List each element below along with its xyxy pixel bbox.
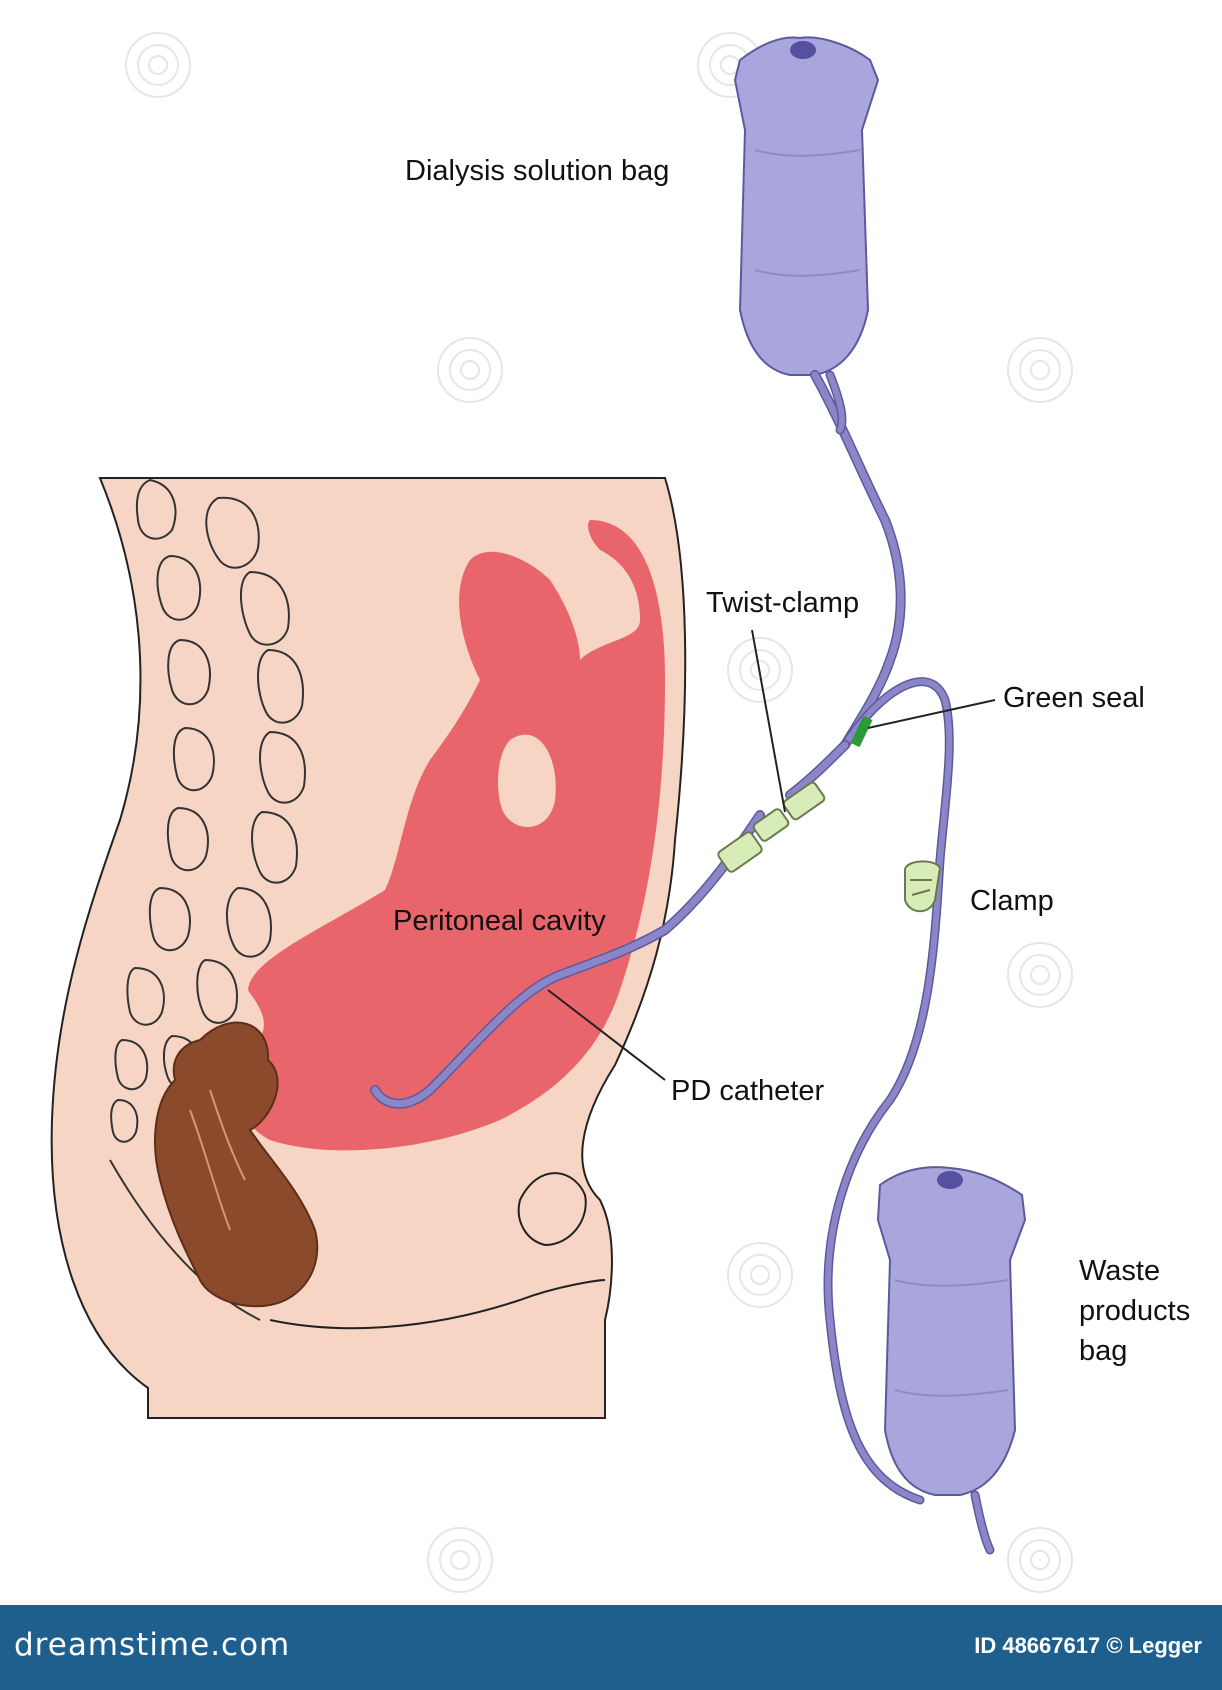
colon-rectum	[154, 1021, 319, 1308]
roller-clamp	[904, 860, 942, 913]
watermark-spiral-icon	[437, 337, 503, 403]
label-pd-catheter: PD catheter	[671, 1075, 824, 1107]
label-waste-line-1: Waste	[1079, 1255, 1160, 1287]
dialysis-solution-bag	[733, 36, 880, 376]
watermark-spiral-icon	[1007, 337, 1073, 403]
spine-vertebrae	[109, 478, 306, 1321]
label-twist-clamp: Twist-clamp	[706, 587, 859, 619]
label-dialysis-solution-bag: Dialysis solution bag	[405, 155, 669, 187]
footer-bar: dreamstime.com ID 48667617 © Legger	[0, 1605, 1222, 1690]
watermark-spiral-icon	[125, 32, 191, 98]
colon-texture	[189, 1089, 246, 1231]
peritoneal-dialysis-diagram: Dialysis solution bag Twist-clamp Green …	[50, 32, 1190, 1593]
watermark-spiral-icon	[1007, 1527, 1073, 1593]
watermark-spiral-icon	[427, 1527, 493, 1593]
image-credit: ID 48667617 © Legger	[974, 1633, 1202, 1658]
leader-lines	[547, 629, 996, 1081]
watermark-spiral-icon	[1007, 942, 1073, 1008]
tubing	[370, 370, 995, 1555]
label-green-seal: Green seal	[1003, 682, 1145, 714]
bladder-outline	[517, 1172, 587, 1247]
label-clamp: Clamp	[970, 885, 1054, 917]
watermark-spiral-icon	[727, 1242, 793, 1308]
watermark-spiral-icon	[727, 637, 793, 703]
label-waste-line-2: products	[1079, 1295, 1190, 1327]
cavity-fold	[498, 734, 556, 827]
brand-logo: dreamstime.com	[14, 1627, 291, 1663]
green-seal	[850, 715, 873, 748]
peritoneal-cavity-region	[238, 520, 666, 1151]
label-peritoneal-cavity: Peritoneal cavity	[393, 905, 606, 937]
pelvic-line	[269, 1279, 606, 1330]
label-waste-line-3: bag	[1079, 1335, 1127, 1367]
waste-products-bag	[876, 1166, 1027, 1496]
twist-clamp-connector	[717, 781, 826, 873]
